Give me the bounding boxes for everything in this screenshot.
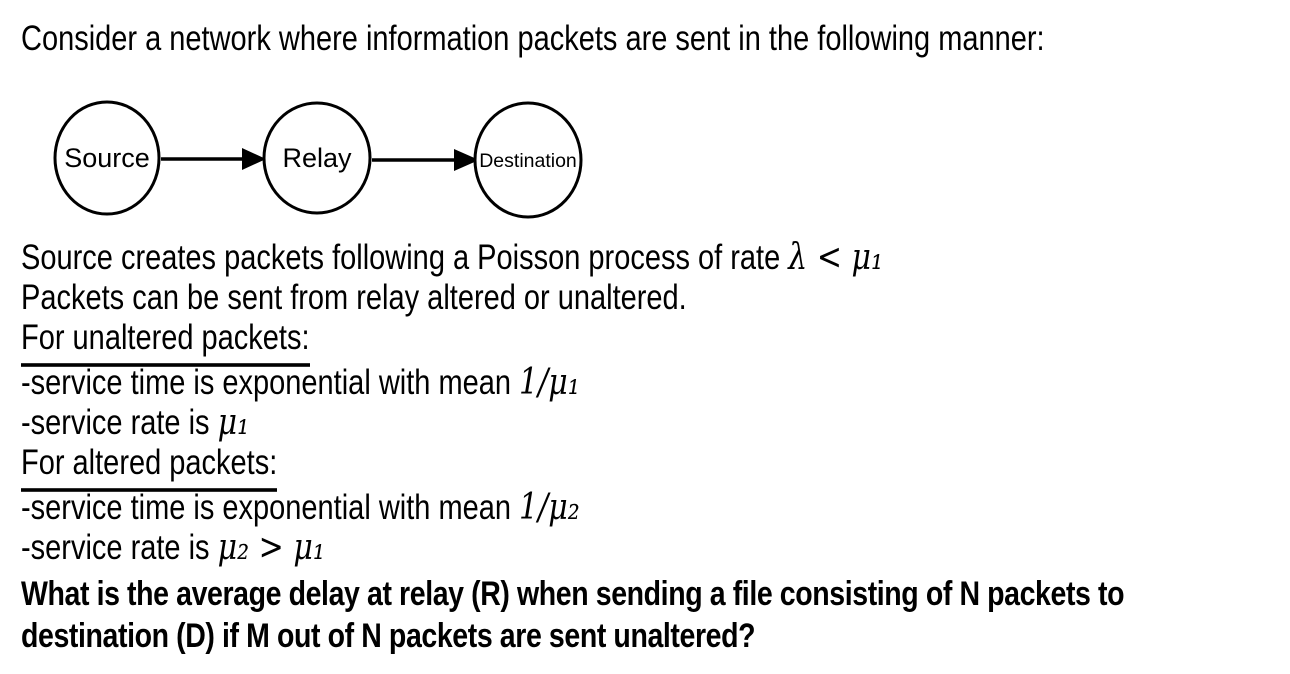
arrow-source-to-relay xyxy=(161,148,266,170)
node-destination: Destination xyxy=(473,101,583,219)
page-title: Consider a network where information pac… xyxy=(21,20,1045,59)
source-circle xyxy=(53,100,161,216)
statement-altered-service-rate: -service rate is μ₂ > μ₁ xyxy=(21,524,883,572)
statement-text: -service time is exponential with mean xyxy=(21,488,520,528)
underlined-heading: For altered packets: xyxy=(21,443,278,492)
source-label: Source xyxy=(64,143,150,173)
statement-text: -service rate is xyxy=(21,403,218,443)
statement-text: Source creates packets following a Poiss… xyxy=(21,238,789,278)
statement-altered-service-time: -service time is exponential with mean 1… xyxy=(21,484,883,532)
problem-description: Source creates packets following a Poiss… xyxy=(21,236,883,568)
question-line-1: What is the average delay at relay (R) w… xyxy=(21,574,1125,614)
question-text: What is the average delay at relay (R) w… xyxy=(21,573,1125,657)
relay-circle xyxy=(262,101,372,215)
underlined-heading: For unaltered packets: xyxy=(21,318,310,367)
math-expression: 1/μ₁ xyxy=(519,361,580,404)
math-expression: μ₁ xyxy=(217,401,250,444)
math-expression: μ₂ > μ₁ xyxy=(217,526,325,569)
arrowhead-icon xyxy=(454,149,479,171)
relay-label: Relay xyxy=(282,143,352,173)
question-line-2: destination (D) if M out of N packets ar… xyxy=(21,616,756,656)
statement-altered-unaltered: Packets can be sent from relay altered o… xyxy=(21,274,883,322)
arrow-relay-to-destination xyxy=(372,149,479,171)
math-expression: λ < μ₁ xyxy=(788,236,884,279)
destination-label: Destination xyxy=(479,150,577,172)
statement-unaltered-service-time: -service time is exponential with mean 1… xyxy=(21,359,883,407)
statement-text: -service time is exponential with mean xyxy=(21,363,520,403)
statement-text: Packets can be sent from relay altered o… xyxy=(21,278,687,318)
heading-altered-packets: For altered packets: xyxy=(21,439,883,492)
network-diagram: Source Relay Destination xyxy=(53,100,583,219)
statement-unaltered-service-rate: -service rate is μ₁ xyxy=(21,399,883,447)
arrowhead-icon xyxy=(242,148,266,170)
heading-unaltered-packets: For unaltered packets: xyxy=(21,314,883,367)
statement-text: -service rate is xyxy=(21,528,218,568)
node-relay: Relay xyxy=(262,101,372,215)
destination-circle xyxy=(473,101,583,219)
math-expression: 1/μ₂ xyxy=(519,486,580,529)
node-source: Source xyxy=(53,100,161,216)
statement-poisson-rate: Source creates packets following a Poiss… xyxy=(21,234,883,282)
